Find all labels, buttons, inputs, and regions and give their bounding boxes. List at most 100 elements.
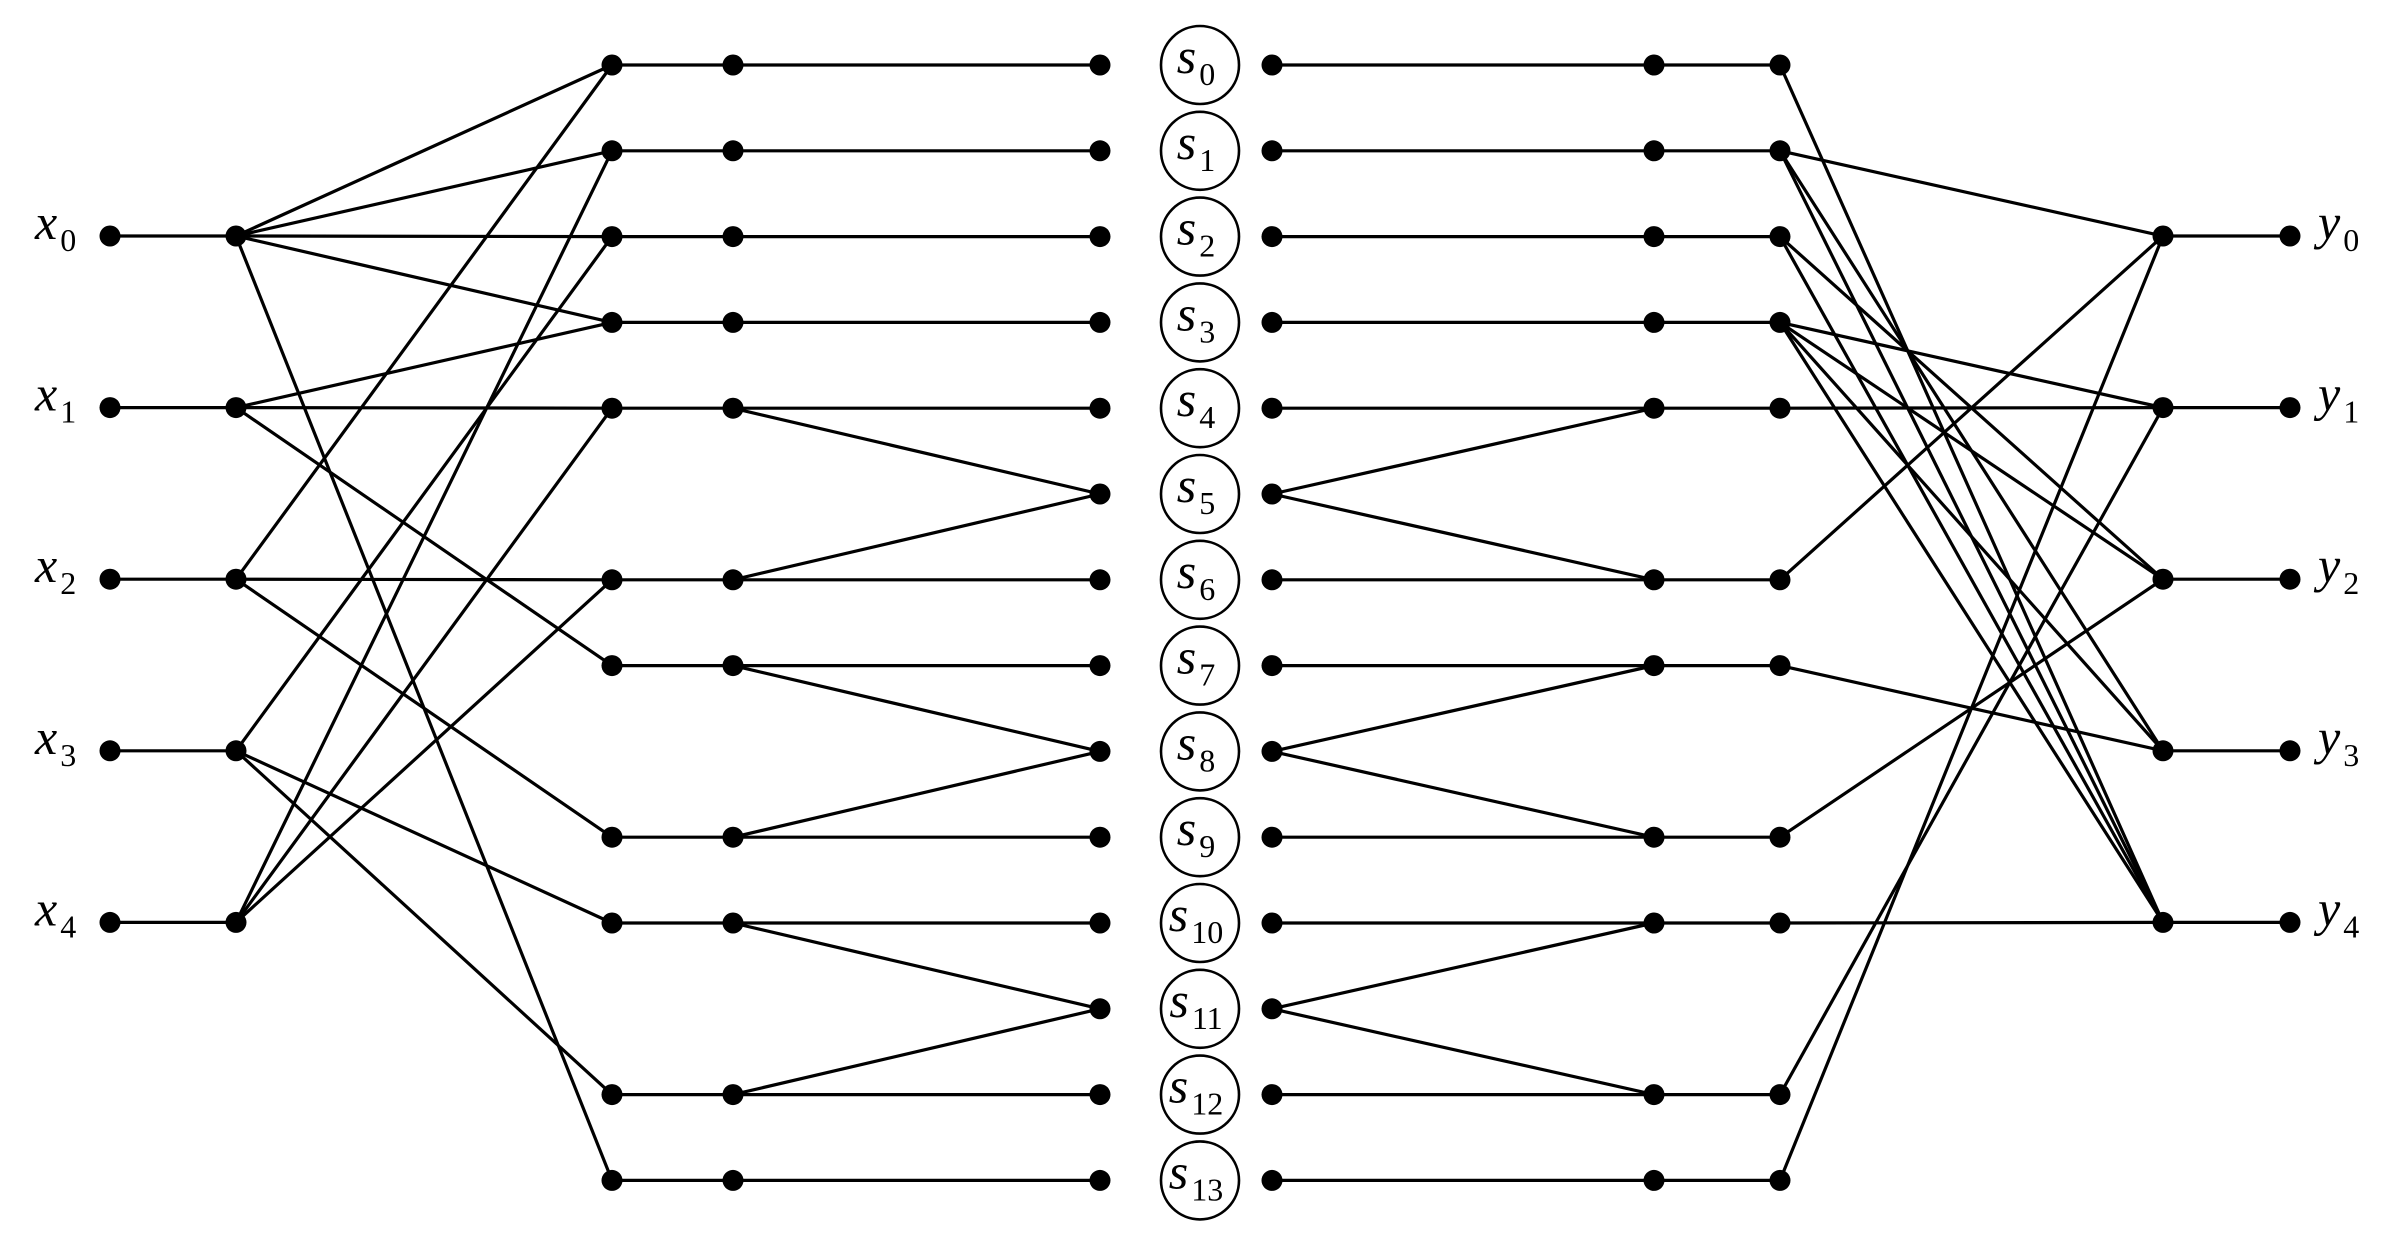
input-edge [234, 150, 614, 924]
input-fanout-dot [225, 397, 247, 419]
row-junction-dot [601, 912, 623, 934]
row-junction-dot [1769, 1084, 1791, 1106]
output-label-subscript: 2 [2343, 565, 2359, 601]
row-junction-dot [601, 397, 623, 419]
state-label: s6 [1177, 543, 1215, 607]
output-edge [1778, 235, 2165, 581]
state-label: s3 [1177, 285, 1215, 349]
merge-edge [732, 492, 1101, 582]
input-label-symbol: x [34, 194, 57, 250]
output-label-subscript: 0 [2343, 222, 2359, 258]
state-node-circle [1159, 367, 1241, 449]
state-node-circle [1159, 1054, 1241, 1135]
input-label-subscript: 1 [60, 394, 76, 430]
state-label-symbol: s [1177, 543, 1196, 599]
row-junction-dot [1769, 140, 1791, 162]
state-label: s13 [1169, 1143, 1223, 1207]
output-label-subscript: 3 [2343, 737, 2359, 773]
input-fanout-dot [225, 225, 247, 247]
row-junction-dot [1769, 311, 1791, 333]
state-label-symbol: s [1177, 285, 1196, 341]
input-label: x3 [34, 709, 76, 773]
state-node-circle [1159, 282, 1241, 363]
input-edge [235, 577, 613, 582]
input-terminal-dot [99, 740, 121, 762]
input-edge [235, 63, 613, 238]
output-fanin-dot [2152, 911, 2174, 933]
output-label: y4 [2313, 880, 2359, 944]
state-node-circle [1159, 1140, 1241, 1221]
merge-edge [732, 921, 1101, 1011]
input-label-subscript: 0 [60, 222, 76, 258]
output-edge [1779, 664, 2164, 753]
state-label-symbol: s [1177, 114, 1196, 170]
state-label-symbol: s [1177, 371, 1196, 427]
row-junction-dot [1769, 912, 1791, 934]
state-label-subscript: 12 [1191, 1086, 1223, 1122]
row-junction-dot [601, 226, 623, 248]
split-edge [1271, 921, 1655, 1011]
input-label: x4 [34, 880, 76, 944]
row-junction-dot [1089, 569, 1111, 591]
output-edge [1778, 235, 2165, 924]
row-junction-dot [1643, 226, 1665, 248]
state-node-circle [1159, 196, 1241, 277]
row-junction-dot [1261, 569, 1283, 591]
edge-layer [110, 63, 2290, 1183]
output-edge [1778, 406, 2165, 1096]
row-junction-dot [601, 1084, 623, 1106]
input-label: x2 [34, 537, 76, 601]
input-fanout-dot [225, 568, 247, 590]
state-node-circle [1159, 453, 1241, 535]
output-fanin-dot [2152, 568, 2174, 590]
state-label-subscript: 8 [1199, 742, 1215, 778]
state-label-subscript: 0 [1199, 56, 1215, 92]
input-edge [235, 320, 613, 410]
row-junction-dot [1261, 740, 1283, 762]
row-junction-dot [1089, 826, 1111, 848]
output-fanin-dot [2152, 397, 2174, 419]
row-junction-dot [1769, 655, 1791, 677]
merge-edge [732, 664, 1101, 753]
split-edge [1271, 406, 1655, 496]
output-label-symbol: y [2313, 366, 2341, 422]
state-label: s10 [1169, 886, 1223, 950]
state-label: s0 [1177, 28, 1215, 92]
input-label: x1 [34, 366, 76, 430]
row-junction-dot [722, 226, 744, 248]
state-label-symbol: s [1169, 972, 1188, 1028]
output-terminal-dot [2279, 568, 2301, 590]
state-label-subscript: 13 [1191, 1171, 1223, 1207]
input-terminal-dot [99, 397, 121, 419]
output-label-symbol: y [2313, 537, 2341, 593]
row-junction-dot [1769, 569, 1791, 591]
merge-edge [732, 406, 1101, 496]
row-junction-dot [1261, 483, 1283, 505]
merge-edge [732, 749, 1101, 839]
state-label: s9 [1177, 800, 1215, 864]
input-edge [235, 406, 613, 410]
state-node-circle [1159, 625, 1241, 706]
row-junction-dot [1643, 655, 1665, 677]
state-label: s5 [1177, 457, 1215, 521]
state-label-subscript: 4 [1199, 399, 1215, 435]
row-junction-dot [1261, 226, 1283, 248]
state-label: s7 [1177, 629, 1215, 693]
input-terminal-dot [99, 568, 121, 590]
label-layer: s0s1s2s3s4s5s6s7s8s9s10s11s12s13x0x1x2x3… [34, 28, 2359, 1207]
row-junction-dot [601, 54, 623, 76]
row-junction-dot [601, 1169, 623, 1191]
output-edge [1778, 321, 2165, 924]
row-junction-dot [1261, 140, 1283, 162]
input-edge [234, 235, 614, 752]
state-label-symbol: s [1177, 800, 1196, 856]
input-label-subscript: 3 [60, 737, 76, 773]
state-label: s12 [1169, 1058, 1223, 1122]
state-label: s1 [1177, 114, 1215, 178]
input-edge [234, 749, 614, 1096]
row-junction-dot [1089, 54, 1111, 76]
state-node-circle [1159, 539, 1241, 621]
state-label-subscript: 11 [1192, 1000, 1223, 1036]
row-junction-dot [601, 569, 623, 591]
